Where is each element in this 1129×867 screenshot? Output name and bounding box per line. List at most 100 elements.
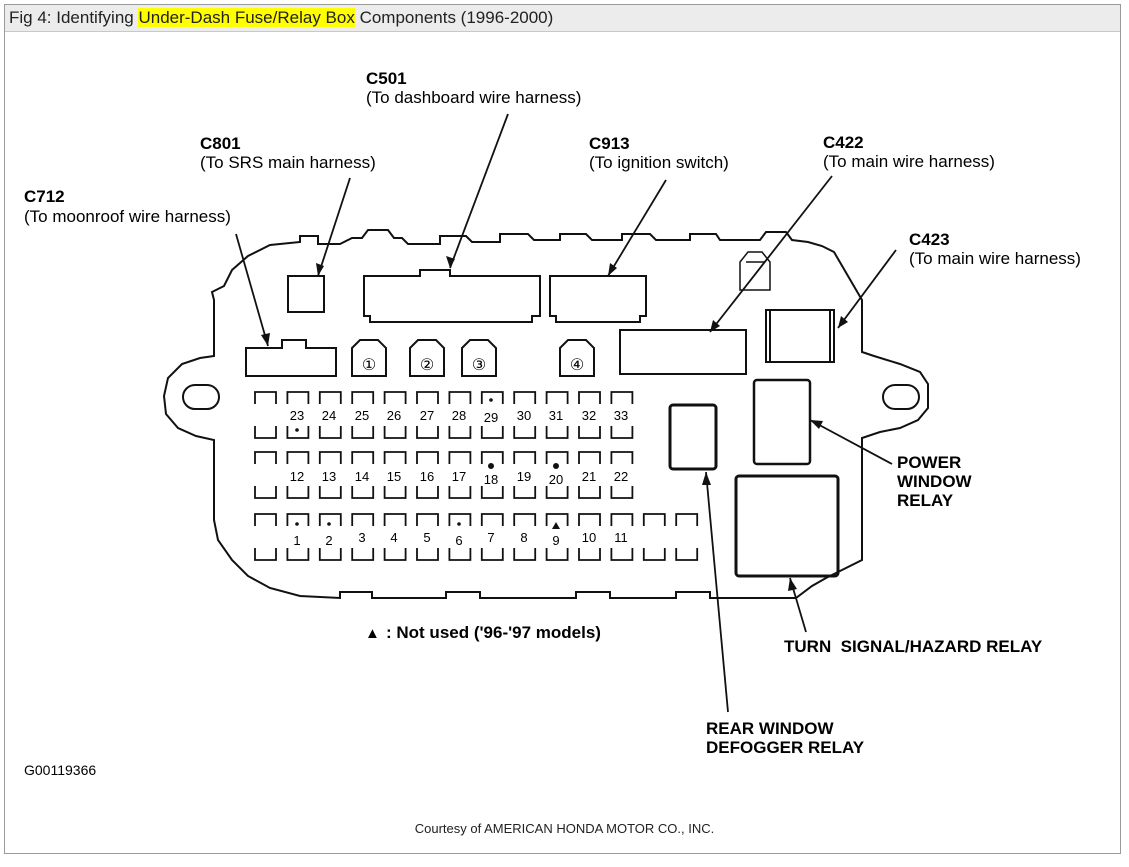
fuse-box-outline bbox=[162, 229, 929, 600]
fuse-slot-top bbox=[254, 391, 277, 404]
fuse-slot-top bbox=[545, 391, 569, 404]
fuse-slot-top bbox=[545, 451, 569, 464]
fuse-slot-bottom bbox=[416, 486, 439, 499]
fuse-slot-top bbox=[448, 391, 472, 404]
fuse-label: 28 bbox=[452, 408, 466, 423]
fuse-label: 4 bbox=[390, 530, 397, 545]
c422-desc: (To main wire harness) bbox=[823, 152, 995, 171]
fuse-slot-top bbox=[351, 391, 375, 404]
dot-marker bbox=[489, 398, 493, 402]
fuse-slot-bottom bbox=[351, 486, 375, 499]
fuse-slot-top bbox=[578, 451, 601, 464]
c422-id: C422 bbox=[823, 133, 864, 152]
fuse-slot-top bbox=[513, 391, 537, 404]
fuse-slot-top bbox=[351, 513, 375, 526]
fuse-label: 18 bbox=[484, 472, 498, 487]
courtesy-credit: Courtesy of AMERICAN HONDA MOTOR CO., IN… bbox=[414, 821, 715, 836]
fuse-slot-bottom bbox=[383, 548, 407, 561]
figure-caption: Fig 4: Identifying Under-Dash Fuse/Relay… bbox=[9, 8, 553, 28]
c423-label: C423 (To main wire harness) bbox=[909, 230, 1081, 268]
fuse-slot-top bbox=[286, 451, 310, 464]
rear-defogger-relay bbox=[668, 403, 718, 471]
c712-label: C712 (To moonroof wire harness) bbox=[24, 187, 231, 226]
fuse-label: 2 bbox=[325, 533, 332, 548]
fuse-label: 19 bbox=[517, 469, 531, 484]
c913-id: C913 bbox=[589, 134, 630, 153]
fuse-label: 29 bbox=[484, 410, 498, 425]
defogger-line1: REAR WINDOW bbox=[706, 719, 834, 738]
fuse-label: 3 bbox=[358, 530, 365, 545]
fuse-slot-bottom bbox=[480, 486, 504, 499]
fuse-slot-bottom bbox=[254, 426, 277, 439]
arrow-head bbox=[810, 420, 823, 429]
fuse-label: 7 bbox=[487, 530, 494, 545]
fuse-slot-top bbox=[286, 513, 310, 526]
c501-desc: (To dashboard wire harness) bbox=[366, 88, 581, 107]
fuse-label: 26 bbox=[387, 408, 401, 423]
c712-id: C712 bbox=[24, 187, 65, 206]
fuse-slot-top bbox=[578, 513, 601, 526]
rear-defogger-relay-label: REAR WINDOW DEFOGGER RELAY bbox=[706, 719, 865, 757]
c712-connector bbox=[245, 339, 337, 377]
c501-id: C501 bbox=[366, 69, 407, 88]
fuse-label: 21 bbox=[582, 469, 596, 484]
fuse-label: 30 bbox=[517, 408, 531, 423]
fuse-slot-top bbox=[610, 513, 634, 526]
fuse-slot-bottom bbox=[318, 426, 342, 439]
fuse-slot-bottom bbox=[448, 548, 472, 561]
fuse-label: 22 bbox=[614, 469, 628, 484]
fuse-label: 20 bbox=[549, 472, 563, 487]
fuse-slot-top bbox=[318, 391, 342, 404]
fuse-label: 12 bbox=[290, 469, 304, 484]
legend: ▲ : Not used ('96-'97 models) bbox=[365, 623, 601, 642]
socket-4: ④ bbox=[559, 339, 595, 377]
turn-signal-relay bbox=[734, 474, 840, 578]
fuse-slot-top bbox=[480, 451, 504, 464]
figure-code: G00119366 bbox=[24, 762, 96, 778]
fuse-slot-top bbox=[254, 451, 277, 464]
c801-id: C801 bbox=[200, 134, 241, 153]
arrow-head bbox=[710, 320, 720, 332]
fuse-slot-top bbox=[545, 513, 569, 526]
fuse-slot-bottom bbox=[545, 486, 569, 499]
fuse-labels-bottom: 1 2 3 4 5 6 7 8 9 10 11 bbox=[293, 530, 627, 548]
defogger-line2: DEFOGGER RELAY bbox=[706, 738, 865, 757]
c801-label: C801 (To SRS main harness) bbox=[200, 134, 376, 172]
fuse-slot-top bbox=[675, 513, 699, 526]
fuse-slot-top bbox=[318, 451, 342, 464]
fuse-slot-bottom bbox=[383, 486, 407, 499]
fuse-slot-top bbox=[448, 451, 472, 464]
power-window-relay-label: POWER WINDOW RELAY bbox=[897, 453, 973, 510]
fuse-label: 13 bbox=[322, 469, 336, 484]
fuse-slot-top bbox=[480, 391, 504, 404]
fuse-label: 9 bbox=[552, 533, 559, 548]
triangle-marker bbox=[552, 522, 560, 529]
fuse-slot-top bbox=[642, 513, 666, 526]
fuse-slot-bottom bbox=[318, 486, 342, 499]
c712-leader bbox=[235, 233, 269, 347]
fuse-slot-top bbox=[448, 513, 472, 526]
fuse-slot-bottom bbox=[448, 426, 472, 439]
c422-leader bbox=[709, 175, 833, 333]
fuse-slot-bottom bbox=[513, 486, 537, 499]
fuse-slot-bottom bbox=[610, 486, 634, 499]
fuse-slot-bottom bbox=[351, 426, 375, 439]
fuse-markers bbox=[295, 398, 560, 529]
fuse-slot-top bbox=[513, 513, 537, 526]
fuse-slot-bottom bbox=[286, 426, 310, 439]
fuse-slot-bottom bbox=[318, 548, 342, 561]
fuse-label: 14 bbox=[355, 469, 369, 484]
c913-label: C913 (To ignition switch) bbox=[589, 134, 729, 172]
fuse-slot-bottom bbox=[254, 486, 277, 499]
fuse-label: 23 bbox=[290, 408, 304, 423]
c501-label: C501 (To dashboard wire harness) bbox=[366, 69, 581, 107]
left-mount-hole bbox=[182, 384, 220, 410]
fuse-slot-top bbox=[254, 513, 277, 526]
fuse-label: 25 bbox=[355, 408, 369, 423]
arrow-head bbox=[838, 316, 848, 328]
fuse-slot-bottom bbox=[286, 548, 310, 561]
c913-connector bbox=[549, 275, 647, 323]
fuse-labels-top: 23 24 25 26 27 28 29 30 31 32 33 bbox=[290, 408, 628, 425]
fuse-slot-bottom bbox=[448, 486, 472, 499]
